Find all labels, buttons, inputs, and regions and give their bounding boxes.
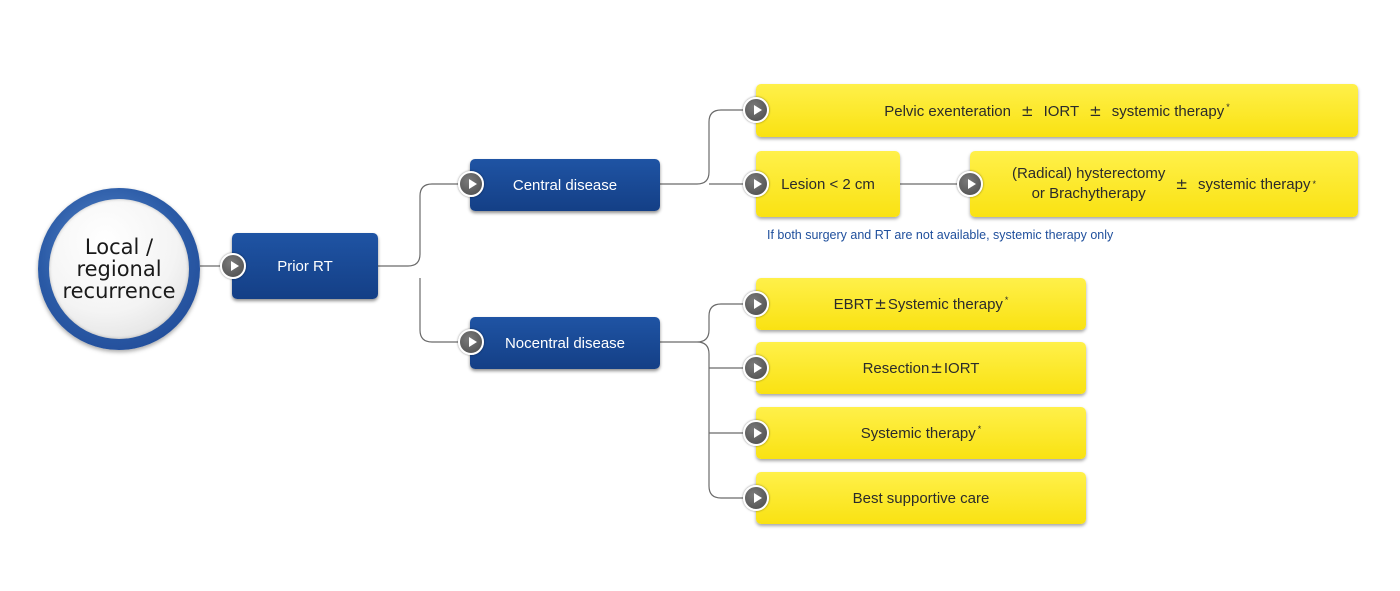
play-arrow-icon <box>743 485 769 511</box>
ebrt-node[interactable]: EBRT±Systemic therapy* <box>756 278 1086 330</box>
play-arrow-icon <box>458 171 484 197</box>
ebrt-label: EBRT±Systemic therapy* <box>833 295 1009 313</box>
play-arrow-icon <box>743 420 769 446</box>
root-node: Local / regional recurrence <box>38 188 200 350</box>
prior-rt-label: Prior RT <box>277 257 333 275</box>
central-note: If both surgery and RT are not available… <box>767 228 1114 242</box>
systemic-therapy-node[interactable]: Systemic therapy* <box>756 407 1086 459</box>
lesion-size-label: Lesion < 2 cm <box>781 175 875 193</box>
play-arrow-icon <box>220 253 246 279</box>
play-arrow-icon <box>957 171 983 197</box>
pelvic-exenteration-node[interactable]: Pelvic exenteration±IORT±systemic therap… <box>756 84 1358 137</box>
best-supportive-care-node[interactable]: Best supportive care <box>756 472 1086 524</box>
noncentral-disease-node[interactable]: Nocentral disease <box>470 317 660 369</box>
root-node-inner: Local / regional recurrence <box>49 199 189 339</box>
play-arrow-icon <box>743 171 769 197</box>
connector-prior-branches <box>378 183 470 343</box>
hysterectomy-label: (Radical) hysterectomy or Brachytherapy <box>1011 165 1166 202</box>
resection-node[interactable]: Resection±IORT <box>756 342 1086 394</box>
root-node-label: Local / regional recurrence <box>62 235 176 303</box>
play-arrow-icon <box>743 291 769 317</box>
systemic-therapy-label: Systemic therapy* <box>860 424 982 442</box>
play-arrow-icon <box>743 355 769 381</box>
best-supportive-care-label: Best supportive care <box>852 489 990 507</box>
noncentral-disease-label: Nocentral disease <box>504 334 626 352</box>
hysterectomy-node[interactable]: (Radical) hysterectomy or Brachytherapy … <box>970 151 1358 217</box>
central-disease-label: Central disease <box>512 176 618 194</box>
play-arrow-icon <box>743 97 769 123</box>
prior-rt-node[interactable]: Prior RT <box>232 233 378 299</box>
lesion-size-node[interactable]: Lesion < 2 cm <box>756 151 900 217</box>
play-arrow-icon <box>458 329 484 355</box>
connector-central-branches <box>660 109 756 185</box>
pelvic-exenteration-label: Pelvic exenteration±IORT±systemic therap… <box>884 101 1230 120</box>
resection-label: Resection±IORT <box>862 359 980 377</box>
connector-noncentral-branches <box>660 303 756 499</box>
central-disease-node[interactable]: Central disease <box>470 159 660 211</box>
